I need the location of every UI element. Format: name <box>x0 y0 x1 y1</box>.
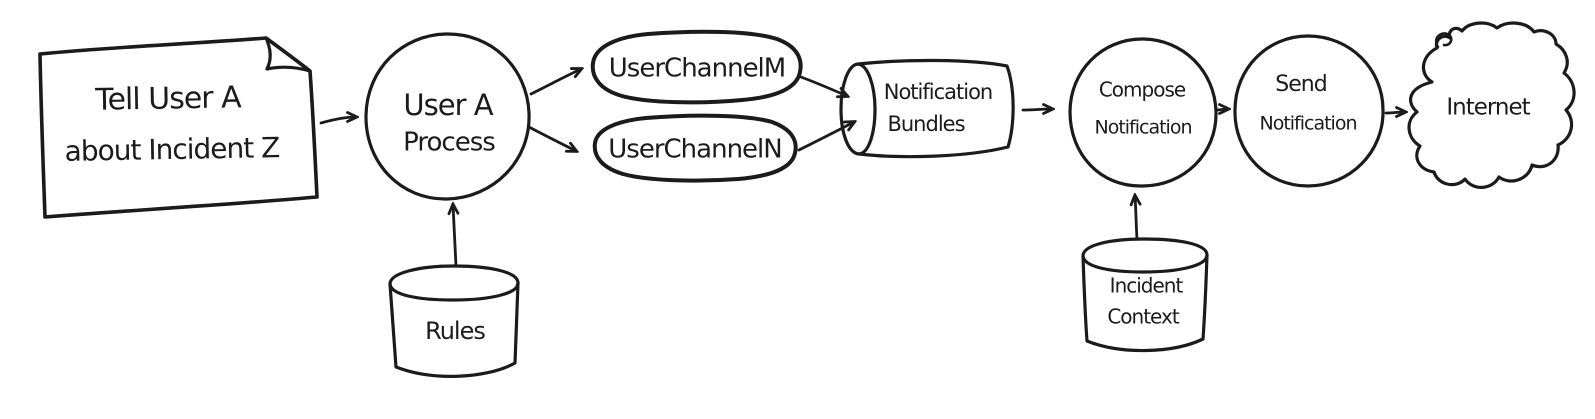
document-fold-icon <box>264 36 312 73</box>
notification-bundles-label-line1: Notification <box>884 80 993 104</box>
node-incident-context <box>1081 237 1209 353</box>
node-internet <box>1407 21 1576 189</box>
user-channel-n-label: UserChannelN <box>608 135 781 165</box>
edge-layer <box>319 69 1405 268</box>
send-notification-label-line2: Notification <box>1259 113 1356 135</box>
hcylinder-left-ellipse <box>839 62 877 156</box>
rules-db-label: Rules <box>425 317 485 345</box>
shape-layer <box>38 21 1576 378</box>
edge-rules-to-user-a-process <box>453 205 456 268</box>
edge-note-to-user-a-process <box>319 117 356 125</box>
incident-note-label-line2: about Incident Z <box>64 131 279 168</box>
edge-user-a-process-to-channel-m <box>529 69 581 96</box>
cloud-curl-icon <box>1434 32 1453 49</box>
cylinder-top-ellipse <box>1081 237 1209 274</box>
cylinder-body <box>388 281 520 378</box>
node-notification-bundles <box>839 58 1015 159</box>
node-user-a-process-shape <box>364 32 531 201</box>
incident-context-label-line1: Incident <box>1110 274 1184 298</box>
edge-channel-m-to-bundles <box>799 75 847 96</box>
edge-incident-context-to-compose <box>1135 196 1137 241</box>
label-layer: Tell User A about Incident Z User A Proc… <box>64 54 1531 346</box>
node-rules-db <box>388 264 520 378</box>
incident-note-label-line1: Tell User A <box>94 80 242 118</box>
compose-notification-label-line1: Compose <box>1099 78 1186 102</box>
node-send-notification-shape <box>1233 34 1385 188</box>
cylinder-top-ellipse <box>388 264 520 302</box>
cloud-shape <box>1407 21 1576 189</box>
incident-context-label-line2: Context <box>1107 305 1180 329</box>
user-channel-m-label: UserChannelM <box>609 54 785 84</box>
node-user-channel-n-shape <box>592 113 798 183</box>
internet-label: Internet <box>1446 95 1530 121</box>
node-compose-notification-shape <box>1068 37 1218 188</box>
user-a-process-label-line2: Process <box>403 128 495 158</box>
hcylinder-body <box>856 58 1015 159</box>
edge-compose-to-send <box>1215 109 1228 110</box>
cylinder-body <box>1081 253 1209 353</box>
node-incident-note <box>38 36 319 219</box>
edge-channel-n-to-bundles <box>797 122 854 152</box>
send-notification-label-line1: Send <box>1275 72 1326 97</box>
edge-send-to-internet <box>1384 112 1405 113</box>
compose-notification-label-line2: Notification <box>1094 117 1191 139</box>
notification-bundles-label-line2: Bundles <box>887 112 964 136</box>
edge-bundles-to-compose <box>1021 109 1052 110</box>
edge-user-a-process-to-channel-n <box>527 125 576 151</box>
document-shape <box>38 36 319 219</box>
user-a-process-label-line1: User A <box>403 88 493 122</box>
node-user-channel-m-shape <box>590 29 803 105</box>
